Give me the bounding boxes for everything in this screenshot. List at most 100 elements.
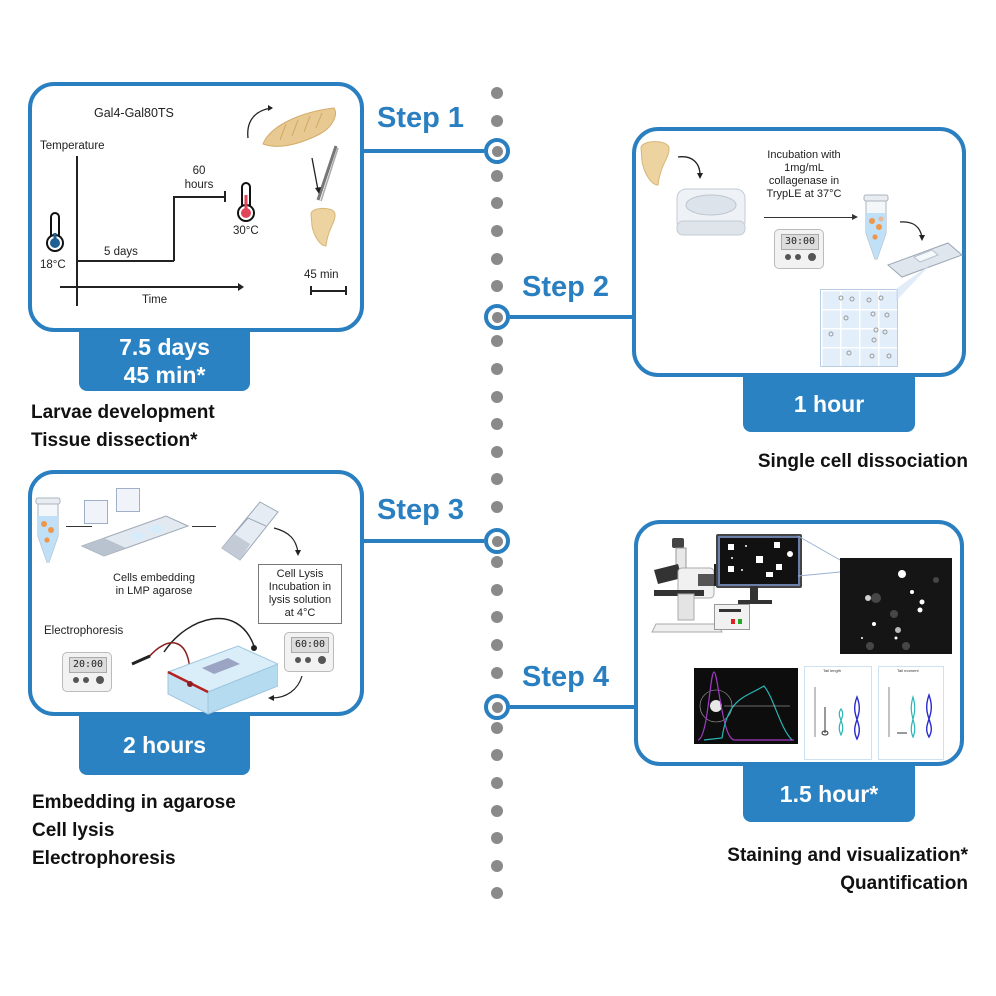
incubation-line: TrypLE at 37°C — [766, 188, 842, 200]
step-end-tick — [224, 191, 226, 202]
lysis-line: lysis solution — [268, 594, 332, 606]
timeline-dot — [491, 390, 503, 403]
electrophoresis-chamber-icon — [128, 606, 280, 721]
hemocytometer-icon — [886, 241, 964, 286]
forceps-icon — [314, 144, 340, 209]
timer-icon: 30:00 — [774, 229, 824, 269]
caption-line: Larvae development — [31, 402, 215, 423]
timeline-dot — [491, 280, 503, 293]
monitor-icon — [716, 534, 802, 588]
wing-disc-icon — [308, 206, 338, 253]
process-arrow — [764, 217, 854, 219]
genotype-title: Gal4-Gal80TS — [94, 106, 174, 120]
curved-arrow-icon — [676, 151, 706, 186]
duration-line-2: 45 min* — [123, 362, 206, 388]
timeline-dot — [491, 473, 503, 486]
caption-line: Staining and visualization* — [727, 845, 968, 866]
timeline-dot — [491, 225, 503, 237]
timeline-dot — [491, 445, 503, 458]
lysis-line: Incubation in — [268, 581, 332, 593]
x-axis-label: Time — [142, 294, 168, 306]
timer-display: 60:00 — [291, 637, 329, 653]
step-1-connector — [362, 149, 484, 153]
timeline-dot — [491, 114, 503, 127]
timeline-dot — [491, 666, 503, 679]
caption-line: Single cell dissociation — [757, 451, 968, 472]
timeline-dot — [491, 611, 503, 624]
curved-arrow-icon — [242, 102, 276, 147]
timeline-dot — [491, 252, 503, 265]
timeline-dot — [491, 363, 503, 375]
incubation-text: Incubation with 1mg/mL collagenase in Tr… — [754, 149, 854, 201]
caption-line: Tissue dissection* — [31, 430, 198, 451]
step-3-connector — [362, 539, 484, 543]
step-riser — [173, 196, 175, 261]
microtube-icon — [34, 496, 62, 571]
arrow-icon — [66, 526, 92, 528]
step-2-connector — [510, 315, 634, 319]
step-2-node — [484, 304, 510, 330]
caption-line: Cell lysis — [32, 820, 115, 841]
power-supply-icon — [714, 604, 750, 630]
process-arrow-head — [852, 214, 858, 220]
timeline-dot — [491, 721, 503, 734]
incubation-line: 1mg/mL — [784, 162, 824, 174]
timeline-dot — [491, 887, 503, 900]
violin-plot-icon — [888, 687, 932, 739]
timer-display: 30:00 — [781, 234, 819, 250]
step-2-label: Step 2 — [522, 271, 610, 303]
step-4-label: Step 4 — [522, 661, 610, 693]
duration-line-1: 7.5 days — [119, 334, 210, 360]
step-2-panel: Incubation with 1mg/mL collagenase in Tr… — [632, 127, 966, 377]
step-2-duration-badge: 1 hour — [743, 375, 915, 432]
step-1-duration-badge: 7.5 days 45 min* — [79, 331, 250, 391]
thermometer-hot-icon — [235, 181, 257, 228]
embedding-line: Cells embedding — [113, 572, 195, 584]
step-1-panel: Gal4-Gal80TS Temperature Time 5 days 60 … — [28, 82, 364, 332]
thermometer-cold-icon — [44, 211, 66, 258]
high-temp-label: 30°C — [233, 225, 259, 237]
duration-line-1: 1.5 hour* — [779, 780, 879, 807]
comet-profile-icon — [694, 668, 798, 744]
zoom-lines — [796, 534, 842, 589]
lysis-line: Cell Lysis — [276, 568, 324, 580]
plot-title: Tail moment — [897, 668, 919, 673]
curved-arrow-icon — [266, 674, 306, 709]
timeline-dot — [491, 556, 503, 569]
step-3-label: Step 3 — [377, 494, 465, 526]
caption-line: Electrophoresis — [32, 848, 176, 869]
monitor-base — [738, 600, 772, 604]
incubation-line: Incubation with — [767, 149, 841, 161]
timeline-dot — [491, 87, 503, 99]
lysis-timer-icon: 60:00 — [284, 632, 334, 672]
lysis-line: at 4°C — [284, 607, 316, 619]
slide-icon — [80, 514, 190, 565]
step-1-caption: Larvae development Tissue dissection* — [31, 399, 215, 455]
step-4-node — [484, 694, 510, 720]
slide-icon — [220, 498, 280, 567]
timeline-dot — [491, 197, 503, 210]
duration-line-1: 1 hour — [793, 390, 865, 417]
monitor-stand — [750, 586, 758, 600]
magnify-wedge — [896, 261, 936, 306]
x-axis — [60, 286, 240, 288]
arrow-icon — [192, 526, 216, 528]
caption-line: Quantification — [840, 873, 968, 894]
x-axis-arrow — [238, 283, 244, 291]
fluorescence-image-icon — [840, 558, 952, 654]
incubator-icon — [675, 185, 749, 246]
timer-display: 20:00 — [69, 657, 107, 673]
timeline-dot — [491, 749, 503, 762]
embedding-text: Cells embedding in LMP agarose — [94, 572, 214, 598]
step-4-caption: Staining and visualization* Quantificati… — [640, 842, 968, 898]
lysis-box: Cell Lysis Incubation in lysis solution … — [258, 564, 342, 624]
embedding-line: in LMP agarose — [115, 585, 193, 597]
coverslip-icon — [84, 500, 108, 524]
step-1-label: Step 1 — [377, 102, 465, 134]
incubation-line: collagenase in — [768, 175, 840, 187]
timeline-dot — [491, 859, 503, 872]
scale-bar-tick-right — [345, 286, 347, 295]
y-axis-label: Temperature — [40, 140, 105, 152]
step-4-panel: Tail length Tail moment — [634, 520, 964, 766]
cell-grid-icon — [820, 289, 898, 367]
